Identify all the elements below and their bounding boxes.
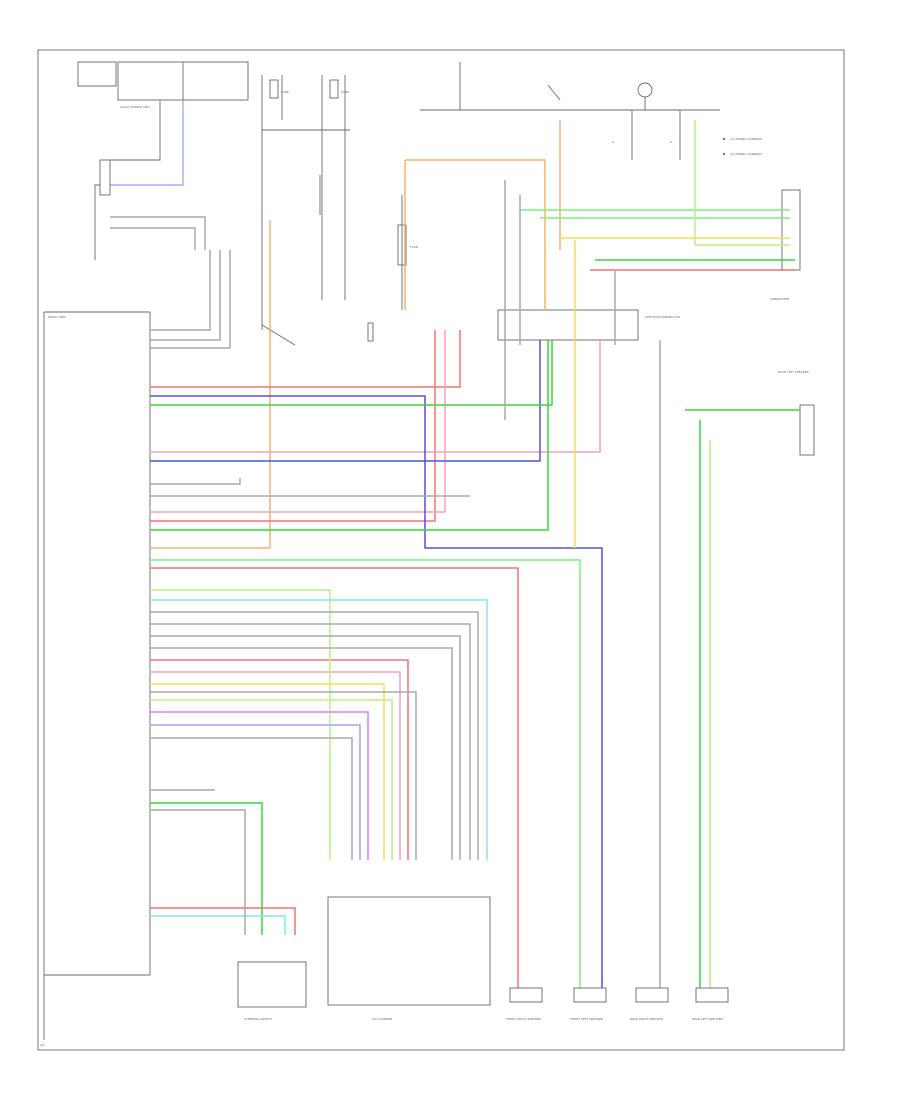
cd-changer: CD CHANGER: [327, 896, 491, 1021]
speaker-4-label: REAR LEFT SPEAKER: [692, 1017, 723, 1021]
fuse-label-3: FUSE: [410, 245, 418, 249]
wiring-harness: [110, 120, 800, 990]
ground-label-1: G: [612, 140, 615, 144]
fuse-label-1: FUSE: [281, 90, 289, 94]
connector-block-label: JUNCTION CONNECTOR: [644, 315, 680, 319]
connector-block: JUNCTION CONNECTOR: [497, 309, 680, 341]
fuse-label-2: FUSE: [341, 90, 349, 94]
top-left-module-label: AUDIO POWER UNIT: [120, 105, 150, 109]
cd-changer-label: CD CHANGER: [372, 1017, 392, 1021]
side-connector-top-label: SUBWOOFER: [770, 297, 789, 301]
top-left-module: AUDIO POWER UNIT: [77, 61, 249, 260]
side-connector-mid-label: REAR LEFT SPEAKER: [778, 370, 809, 374]
footer-label: G3: [40, 1043, 44, 1047]
steering-switch: STEERING SWITCH: [237, 961, 307, 1021]
side-connector-mid: REAR LEFT SPEAKER: [778, 370, 815, 456]
steering-switch-label: STEERING SWITCH: [244, 1017, 272, 1021]
legend-item-1: (1) WIRING HARNESS: [730, 137, 762, 141]
speaker-rear-left: REAR LEFT SPEAKER: [692, 987, 729, 1021]
radio-unit: RADIO UNIT G3: [40, 311, 151, 1047]
speaker-2-label: FRONT LEFT SPEAKER: [570, 1017, 603, 1021]
speaker-rear-right: REAR RIGHT SPEAKER: [630, 987, 669, 1021]
speaker-front-right: FRONT RIGHT SPEAKER: [506, 987, 543, 1021]
ground-label-2: G: [670, 140, 673, 144]
speaker-1-label: FRONT RIGHT SPEAKER: [506, 1017, 541, 1021]
diagram-frame: [37, 49, 845, 1051]
radio-unit-label: RADIO UNIT: [48, 315, 66, 319]
speaker-3-label: REAR RIGHT SPEAKER: [630, 1017, 663, 1021]
power-distribution: FUSE FUSE G G (1) WIRING HARNESS (2) WIR…: [261, 62, 762, 346]
speaker-front-left: FRONT LEFT SPEAKER: [570, 987, 607, 1021]
legend-item-2: (2) WIRING HARNESS: [730, 152, 762, 156]
